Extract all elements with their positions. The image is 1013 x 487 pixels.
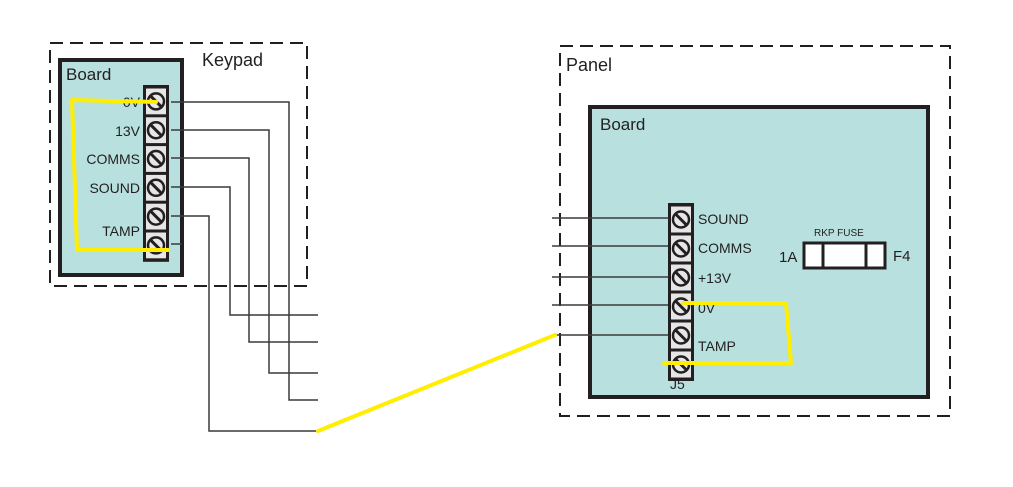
panel-tamper-link [662, 301, 793, 365]
panel-terminal-label: COMMS [698, 240, 752, 256]
fuse-designator: F4 [893, 248, 911, 265]
panel-board-label: Board [600, 115, 645, 134]
keypad-screw-slot [148, 180, 164, 195]
fuse-title: RKP FUSE [814, 228, 864, 239]
panel-screw-slot [673, 328, 689, 343]
keypad-tamper-link [70, 98, 170, 252]
keypad-block-frame [143, 85, 169, 262]
interconnect-wires [171, 101, 668, 432]
panel-screw-slot [673, 241, 689, 256]
panel-block-frame [668, 203, 694, 381]
tamp-to-panel-wire [316, 333, 557, 433]
wire-0v [171, 101, 318, 401]
keypad-terminal-label: 13V [115, 123, 141, 139]
fuse-rating: 1A [779, 249, 797, 266]
panel-terminal-label: SOUND [698, 211, 749, 227]
panel-screw-slot [673, 212, 689, 227]
panel-screw-slot [673, 270, 689, 285]
keypad-terminal-label: SOUND [89, 180, 140, 196]
keypad-board-label: Board [66, 65, 111, 84]
keypad-screw-slot [148, 209, 164, 224]
panel-terminal-label: TAMP [698, 338, 736, 354]
wire-tamp [171, 215, 318, 432]
keypad-enclosure [49, 42, 308, 287]
keypad-terminal-label: COMMS [86, 151, 140, 167]
rkp-fuse: RKP FUSE 1A F4 [779, 228, 911, 270]
keypad-terminal-label: TAMP [102, 223, 140, 239]
wire-13v [171, 129, 318, 374]
fuse-body [802, 241, 887, 270]
connector-label-j5: J5 [670, 376, 685, 392]
panel-terminal-label: +13V [698, 270, 732, 286]
keypad-screw-slot [148, 151, 164, 167]
panel-screw-slot [673, 299, 689, 314]
keypad-enclosure-label: Keypad [202, 50, 263, 70]
wire-sound [171, 186, 318, 316]
yellow-links [70, 98, 793, 433]
keypad-screw-slot [148, 123, 164, 138]
wire-comms [171, 157, 318, 343]
panel-enclosure-label: Panel [566, 55, 612, 75]
